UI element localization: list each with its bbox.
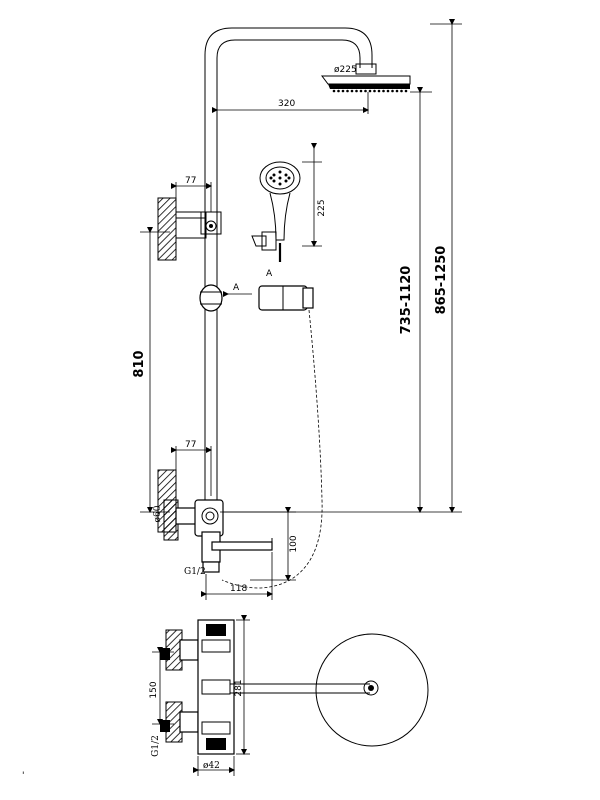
head-nozzle (332, 89, 336, 93)
rail-slider: A (199, 283, 252, 312)
hand-nozzle (278, 182, 282, 186)
head-nozzle (337, 89, 340, 93)
top-wall-bracket: 77 (157, 176, 222, 261)
bottom-wall-bracket: 77 ø60 (153, 440, 212, 541)
svg-text:150: 150 (149, 681, 159, 698)
top-view: 150 G1/2 281 ø42 ' (22, 615, 429, 781)
total-height-dimension: 865-1250 (430, 19, 462, 513)
head-nozzle (404, 89, 408, 93)
thermostatic-valve-side: G1/2 100 118 (175, 499, 299, 600)
hand-shower: A 225 (251, 143, 327, 279)
hand-nozzle (269, 176, 273, 180)
svg-text:A: A (266, 269, 273, 279)
svg-text:100: 100 (289, 535, 299, 552)
footer-mark: ' (22, 771, 24, 781)
svg-text:ø42: ø42 (203, 761, 220, 771)
hand-nozzle (284, 179, 288, 183)
svg-text:865-1250: 865-1250 (434, 246, 449, 315)
hand-nozzle (287, 176, 291, 180)
head-nozzle (350, 89, 354, 93)
svg-text:735-1120: 735-1120 (399, 266, 414, 335)
svg-text:77: 77 (185, 176, 196, 186)
head-diameter-label: ø225 (334, 65, 357, 75)
head-nozzle (382, 89, 385, 93)
riser-pipe-outer (204, 27, 373, 530)
head-nozzle (373, 89, 376, 93)
thermostatic-valve-top (197, 619, 235, 755)
riser-pipe-inner (216, 39, 361, 530)
head-nozzle (395, 89, 399, 93)
hand-nozzle (278, 170, 282, 174)
head-nozzle (386, 89, 390, 93)
svg-text:G1/2: G1/2 (151, 735, 161, 757)
head-nozzle (346, 89, 349, 93)
svg-text:G1/2: G1/2 (184, 567, 206, 577)
head-nozzle (364, 89, 367, 93)
hand-nozzle (272, 179, 276, 183)
hand-nozzle (284, 173, 288, 177)
side-view: ø225 320 735-1120 865-1250 (132, 19, 462, 600)
svg-text:281: 281 (234, 679, 244, 696)
top-view-arm (230, 680, 379, 696)
svg-text:77: 77 (185, 440, 196, 450)
head-nozzle (355, 89, 358, 93)
svg-text:A: A (233, 283, 240, 293)
shower-hose (221, 309, 323, 589)
head-nozzle (359, 89, 363, 93)
overhead-shower-head: ø225 (321, 63, 411, 93)
svg-text:810: 810 (132, 350, 147, 377)
head-nozzle (377, 89, 381, 93)
head-nozzle (391, 89, 394, 93)
arm-reach-dimension: 320 (212, 92, 369, 114)
svg-text:225: 225 (317, 199, 327, 216)
hand-nozzle (278, 176, 282, 180)
overhead-head-plan (315, 633, 429, 747)
svg-text:ø60: ø60 (153, 505, 163, 522)
adjust-height-dimension: 735-1120 (399, 87, 432, 513)
top-view-wall (160, 629, 199, 743)
svg-text:118: 118 (230, 584, 247, 594)
section-a-holder-detail (258, 285, 314, 311)
head-nozzle (368, 89, 372, 93)
hand-nozzle (272, 173, 276, 177)
svg-text:320: 320 (278, 99, 295, 109)
top-view-dimensions: 150 G1/2 281 ø42 (149, 615, 250, 776)
head-nozzle (341, 89, 345, 93)
head-nozzle (400, 89, 403, 93)
